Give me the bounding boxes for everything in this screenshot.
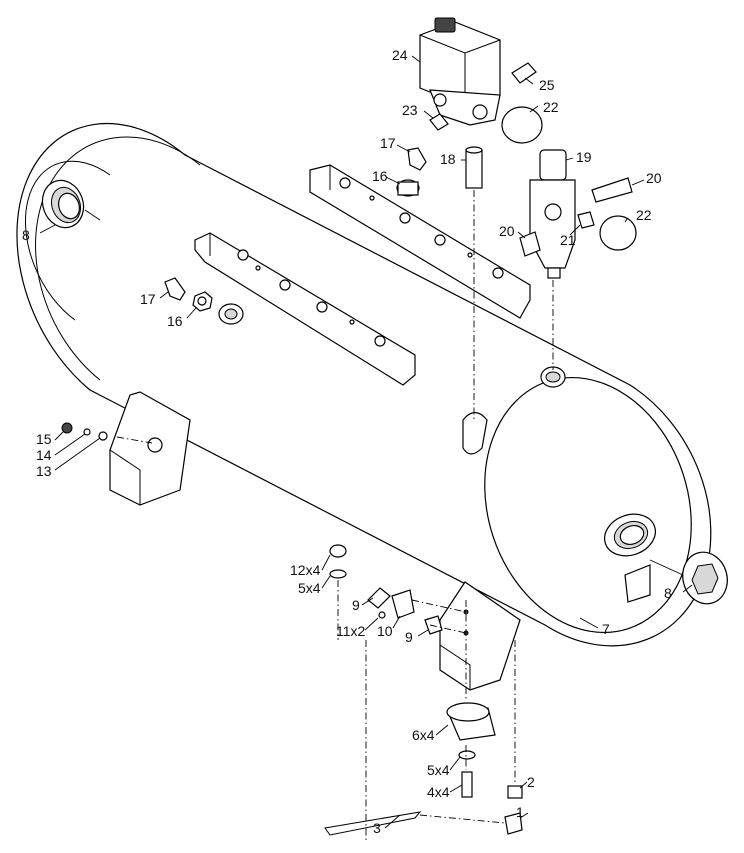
tank-side-fittings: [164, 147, 427, 325]
tank-top-ports: [462, 366, 566, 455]
callout-19: 19: [576, 149, 592, 165]
callout-24: 24: [392, 47, 408, 63]
right-rear-foot: [624, 564, 651, 603]
left-head-plug: [41, 179, 85, 229]
callout-22-upper: 22: [543, 99, 559, 115]
top-mounting-rail: [309, 164, 531, 319]
tank-end-port: [604, 513, 656, 557]
callout-20-right: 20: [646, 170, 662, 186]
callout-25: 25: [539, 77, 555, 93]
callout-4x4: 4x4: [427, 784, 450, 800]
callout-5x4-lower: 5x4: [427, 762, 450, 778]
callout-15: 15: [36, 431, 52, 447]
callout-2: 2: [527, 774, 535, 790]
switch-accessories: [429, 62, 637, 251]
part-callouts: 1 2 3 4x4 5x4 5x4 6x4 7 8 8 9 9 10 11x2 …: [22, 47, 672, 836]
callout-13: 13: [36, 463, 52, 479]
callout-16-upper: 16: [372, 168, 388, 184]
pressure-regulator: [519, 149, 633, 279]
right-head-plug: [682, 551, 728, 605]
drain-assembly: [324, 544, 523, 836]
callout-23: 23: [402, 102, 418, 118]
callout-20-left: 20: [499, 223, 515, 239]
callout-16-lower: 16: [167, 313, 183, 329]
callout-9-upper: 9: [352, 597, 360, 613]
callout-7: 7: [602, 621, 610, 637]
callout-18: 18: [440, 151, 456, 167]
callout-17-upper: 17: [380, 135, 396, 151]
left-saddle-foot: [109, 391, 191, 506]
leader-lines: [39, 55, 693, 829]
callout-22-lower: 22: [636, 207, 652, 223]
callout-5x4-upper: 5x4: [298, 580, 321, 596]
middle-mounting-rail: [194, 232, 416, 386]
callout-14: 14: [36, 447, 52, 463]
pressure-switch: [419, 17, 501, 126]
callout-8-right: 8: [664, 585, 672, 601]
callout-11x2: 11x2: [336, 623, 366, 639]
callout-10: 10: [377, 623, 393, 639]
callout-21: 21: [560, 232, 576, 248]
callout-6x4: 6x4: [412, 727, 435, 743]
callout-9-lower: 9: [405, 629, 413, 645]
callout-8-left: 8: [22, 227, 30, 243]
callout-12x4: 12x4: [290, 562, 321, 578]
callout-17-lower: 17: [140, 291, 156, 307]
right-saddle-foot: [439, 581, 521, 691]
callout-1: 1: [516, 804, 524, 820]
callout-3: 3: [373, 820, 381, 836]
assembly-guide-lines: [116, 190, 554, 840]
washer-stack: [61, 422, 108, 441]
